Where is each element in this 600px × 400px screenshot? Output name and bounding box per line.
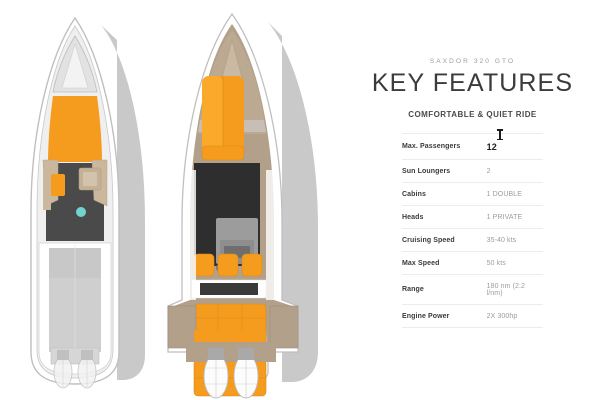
windshield-pane <box>61 42 89 89</box>
outboard-engines <box>53 350 97 389</box>
spec-value: 2 <box>486 167 491 175</box>
boat-layout-bow-view <box>5 0 170 400</box>
port-platform <box>167 305 197 349</box>
boat-illustrations <box>5 0 318 400</box>
spec-value: 35-40 kts <box>486 236 517 244</box>
spec-label: Heads <box>402 213 424 221</box>
table-row: Cruising Speed 35-40 kts <box>402 229 543 252</box>
brand-model-label: SAXDOR 320 GTO <box>429 58 516 65</box>
panel-subtitle: COMFORTABLE & QUIET RIDE <box>408 110 537 119</box>
spec-label: Cabins <box>402 190 426 198</box>
orange-backrest <box>51 174 65 196</box>
bow-sunpad <box>48 96 102 162</box>
spec-label: Sun Loungers <box>402 167 451 175</box>
bow-sunpad-left <box>202 76 223 160</box>
table-row: Sun Loungers 2 <box>402 160 543 183</box>
spec-value: 50 kts <box>486 259 506 267</box>
page-title: KEY FEATURES <box>371 69 574 97</box>
spec-label: Max Speed <box>402 259 440 267</box>
spec-label: Max. Passengers <box>402 143 461 150</box>
port-rail-pad <box>43 168 51 210</box>
spec-label: Range <box>402 286 424 293</box>
port-gunwale <box>188 170 196 300</box>
key-features-panel: SAXDOR 320 GTO KEY FEATURES COMFORTABLE … <box>345 0 600 400</box>
engine-mount-starboard <box>238 348 254 360</box>
table-row: Max Speed 50 kts <box>402 252 543 275</box>
table-row: Engine Power 2X 300hp <box>402 305 543 328</box>
specifications-body: Max. Passengers 12 Sun Loungers 2 Cabins… <box>402 133 543 328</box>
sunpad-backrest <box>201 145 245 161</box>
table-row: Range 180 nm (2.2 l/nm) <box>402 275 543 305</box>
spec-value: 1 PRIVATE <box>486 213 523 221</box>
table-row: Max. Passengers 12 <box>402 133 543 160</box>
table-row: Heads 1 PRIVATE <box>402 206 543 229</box>
spec-value: 12 <box>486 141 497 152</box>
starboard-platform <box>269 305 299 349</box>
galley-counter <box>200 283 258 295</box>
text-cursor-icon <box>497 129 503 140</box>
specifications-table: Max. Passengers 12 Sun Loungers 2 Cabins… <box>402 133 543 328</box>
starboard-gunwale <box>266 170 274 300</box>
transom-deck <box>186 342 276 362</box>
table-row: Cabins 1 DOUBLE <box>402 183 543 206</box>
seat-row <box>193 253 263 277</box>
panel-header: SAXDOR 320 GTO KEY FEATURES COMFORTABLE … <box>345 0 600 119</box>
spec-value: 2X 300hp <box>486 312 518 320</box>
boat-shadow <box>101 25 145 380</box>
spec-label: Cruising Speed <box>402 236 455 244</box>
stern-sofa-edge <box>194 330 266 342</box>
helm-dash <box>83 172 97 186</box>
engine-mount-port <box>208 348 224 360</box>
spec-label: Engine Power <box>402 312 450 320</box>
teal-accent-detail <box>76 207 86 217</box>
spec-value: 180 nm (2.2 l/nm) <box>486 282 526 297</box>
stern-outboards <box>186 330 276 399</box>
boat-shadow <box>268 22 318 382</box>
boat-layout-deck-view <box>150 0 350 400</box>
spec-value: 1 DOUBLE <box>486 190 523 198</box>
